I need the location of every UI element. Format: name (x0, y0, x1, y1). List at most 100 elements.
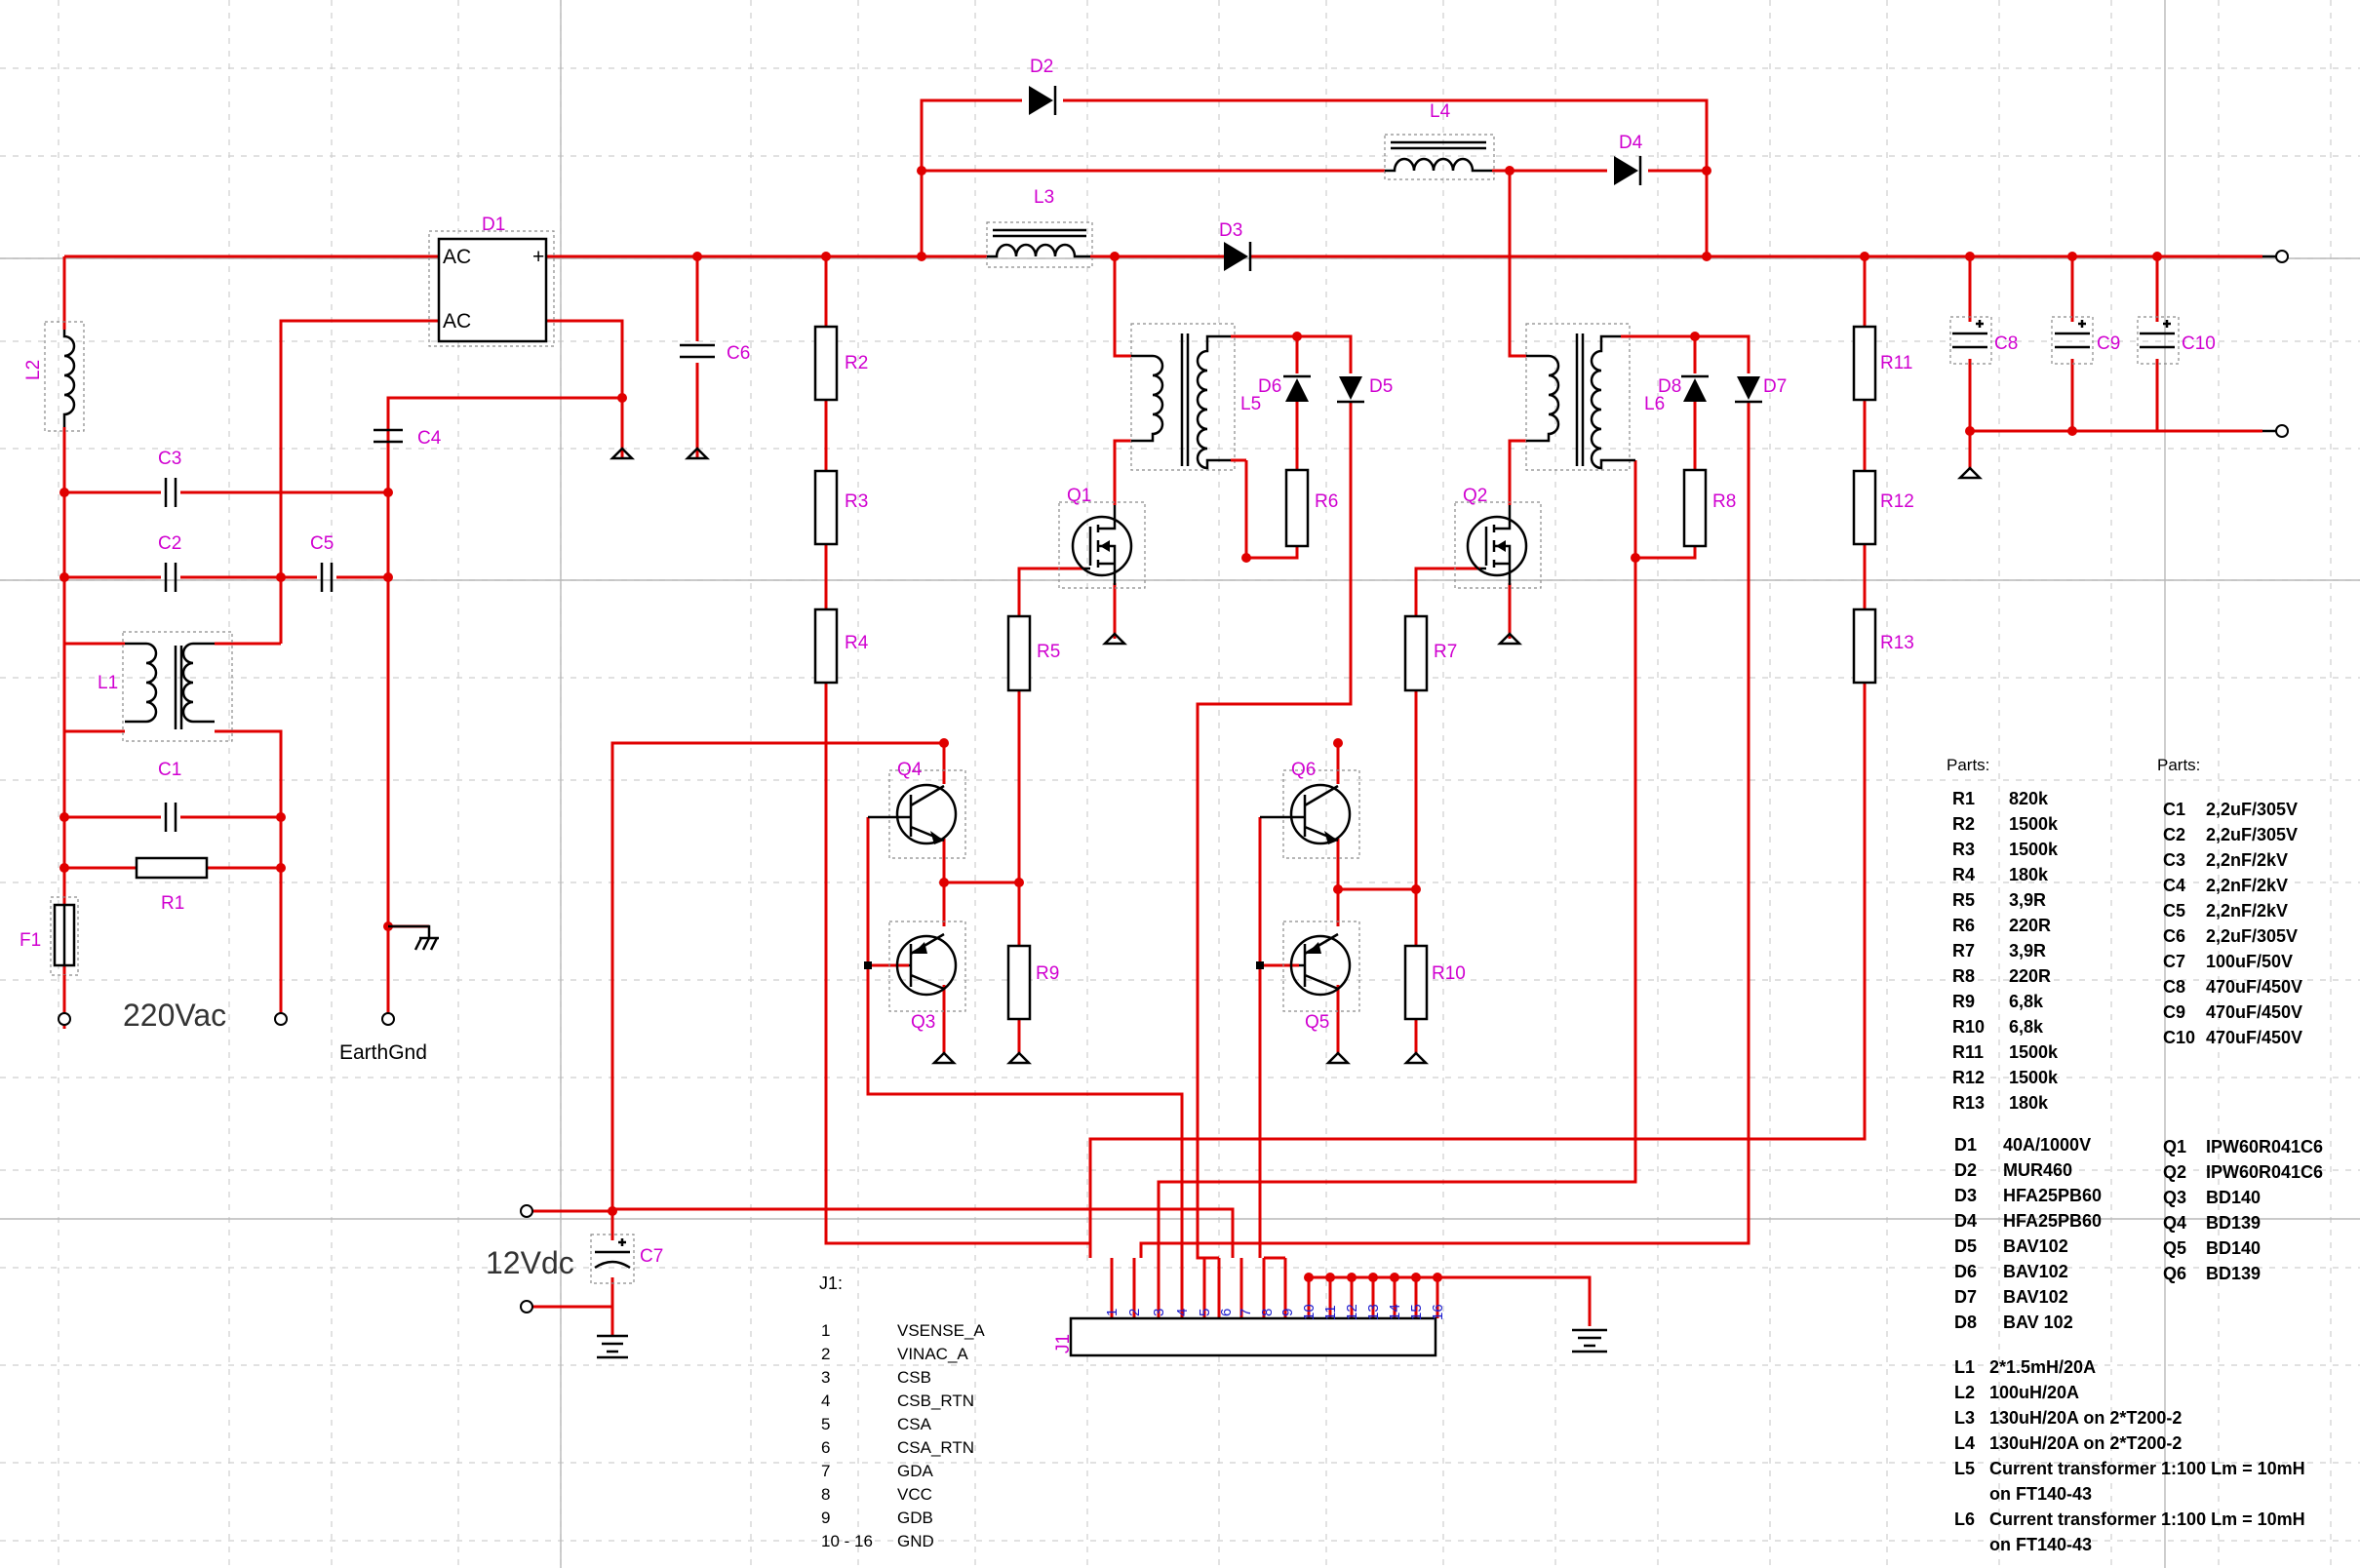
svg-text:15: 15 (1408, 1304, 1425, 1320)
resistor-r12[interactable]: R12 (1852, 469, 1914, 546)
svg-text:3: 3 (1151, 1309, 1167, 1316)
ground-icon (1496, 632, 1523, 646)
svg-text:220R: 220R (2009, 916, 2051, 935)
q4-label: Q4 (897, 760, 923, 780)
svg-text:R7: R7 (1952, 941, 1975, 960)
fuse-f1[interactable]: F1 (20, 896, 79, 976)
svg-text:HFA25PB60: HFA25PB60 (2003, 1186, 2102, 1205)
inductor-l4[interactable]: L4 (1384, 101, 1495, 180)
resistor-r9[interactable]: R9 (1006, 944, 1059, 1021)
svg-text:13: 13 (1365, 1304, 1382, 1320)
resistor-r4[interactable]: R4 (813, 608, 869, 685)
12v-plus-terminal[interactable] (520, 1204, 533, 1218)
r2-label: R2 (845, 353, 868, 373)
capacitor-c3[interactable]: C3 (158, 449, 181, 507)
mosfet-q2[interactable]: Q2 (1454, 486, 1542, 589)
resistor-r7[interactable]: R7 (1403, 614, 1457, 692)
r3-label: R3 (845, 491, 868, 512)
svg-text:2*1.5mH/20A: 2*1.5mH/20A (1989, 1357, 2096, 1377)
svg-text:Current transformer 1:100 Lm: Current transformer 1:100 Lm = 10mH (1989, 1509, 2305, 1529)
svg-text:L5: L5 (1954, 1459, 1975, 1478)
resistor-r5[interactable]: R5 (1006, 614, 1060, 692)
svg-text:180k: 180k (2009, 865, 2049, 884)
svg-text:R13: R13 (1952, 1093, 1985, 1113)
d8-label: D8 (1658, 376, 1681, 397)
resistor-r11[interactable]: R11 (1852, 325, 1912, 402)
ac-terminal-l[interactable] (58, 1012, 71, 1026)
diode-d3[interactable]: D3 (1209, 220, 1268, 271)
c3-label: C3 (158, 449, 181, 469)
d1-label: D1 (482, 215, 505, 235)
diode-d6[interactable]: D6 (1258, 374, 1311, 402)
resistor-r2[interactable]: R2 (813, 325, 868, 402)
svg-text:R2: R2 (1952, 814, 1975, 834)
ground-symbols (597, 447, 1984, 1359)
svg-text:12: 12 (1344, 1304, 1360, 1320)
svg-text:1: 1 (1104, 1309, 1121, 1316)
common-mode-choke-l1[interactable]: L1 (98, 631, 233, 742)
svg-text:C7: C7 (2163, 952, 2185, 971)
d3-label: D3 (1219, 220, 1242, 241)
mosfet-q1[interactable]: Q1 (1058, 486, 1146, 589)
capacitor-c8[interactable]: C8 (1949, 316, 2018, 365)
svg-text:C2: C2 (2163, 825, 2185, 844)
pin-table-title: J1: (819, 1274, 843, 1293)
svg-text:GDB: GDB (897, 1509, 933, 1527)
dc-out-plus-terminal[interactable] (2275, 250, 2289, 263)
f1-label: F1 (20, 930, 41, 951)
svg-text:MUR460: MUR460 (2003, 1160, 2072, 1180)
svg-text:Q3: Q3 (2163, 1188, 2186, 1207)
resistor-r1[interactable]: R1 (135, 856, 209, 914)
capacitor-c1[interactable]: C1 (158, 760, 181, 832)
ac-terminal-n[interactable] (274, 1012, 288, 1026)
capacitor-c6[interactable]: C6 (680, 343, 750, 364)
diode-d8[interactable]: D8 (1658, 374, 1709, 402)
bjt-q3[interactable]: Q3 (888, 921, 966, 1033)
svg-text:R6: R6 (1952, 916, 1975, 935)
d7-label: D7 (1763, 376, 1787, 397)
resistor-r3[interactable]: R3 (813, 469, 868, 546)
capacitor-c5[interactable]: C5 (310, 533, 334, 592)
capacitor-c2[interactable]: C2 (158, 533, 181, 592)
diode-d7[interactable]: D7 (1735, 376, 1787, 404)
earth-terminal[interactable] (381, 1012, 395, 1026)
current-transformer-l6[interactable]: L6 (1525, 323, 1665, 471)
svg-text:Q5: Q5 (2163, 1238, 2186, 1258)
capacitor-c9[interactable]: C9 (2051, 316, 2120, 365)
bjt-q4[interactable]: Q4 (868, 760, 966, 859)
svg-text:1500k: 1500k (2009, 1042, 2059, 1062)
inductor-l2[interactable]: L2 (23, 321, 85, 432)
svg-text:D7: D7 (1954, 1287, 1977, 1307)
inductor-l3[interactable]: L3 (986, 187, 1093, 268)
dc-out-minus-terminal[interactable] (2275, 424, 2289, 438)
capacitor-c10[interactable]: C10 (2137, 316, 2216, 365)
svg-text:2,2uF/305V: 2,2uF/305V (2206, 825, 2298, 844)
current-transformer-l5[interactable]: L5 (1130, 323, 1261, 471)
capacitor-c7[interactable]: C7 (590, 1234, 663, 1284)
d1-pin-ac2: AC (443, 310, 471, 333)
resistor-r13[interactable]: R13 (1852, 608, 1914, 685)
bjt-q5[interactable]: Q5 (1282, 921, 1360, 1033)
terminals[interactable] (58, 250, 2289, 1313)
diode-d5[interactable]: D5 (1337, 376, 1393, 404)
resistor-r6[interactable]: R6 (1284, 468, 1338, 548)
connector-j1[interactable]: J1 1 2 3 4 5 6 7 8 9 10 11 12 13 14 15 1… (1053, 1304, 1446, 1357)
bridge-rectifier-d1[interactable]: AC AC + D1 (428, 215, 555, 347)
capacitor-c4[interactable]: C4 (374, 428, 442, 449)
resistor-r8[interactable]: R8 (1682, 468, 1736, 548)
svg-text:L6: L6 (1954, 1509, 1975, 1529)
c9-label: C9 (2097, 333, 2120, 354)
resistor-r10[interactable]: R10 (1403, 944, 1466, 1021)
svg-text:100uH/20A: 100uH/20A (1989, 1383, 2079, 1402)
12v-minus-terminal[interactable] (520, 1300, 533, 1313)
diode-d4[interactable]: D4 (1614, 133, 1643, 185)
l1-label: L1 (98, 673, 118, 693)
r11-label: R11 (1880, 353, 1912, 373)
bjt-q6[interactable]: Q6 (1260, 760, 1360, 859)
svg-text:BD139: BD139 (2206, 1213, 2261, 1233)
d1-pin-plus: + (532, 246, 544, 268)
diode-d2[interactable]: D2 (1029, 57, 1057, 115)
svg-text:7: 7 (1238, 1309, 1254, 1316)
